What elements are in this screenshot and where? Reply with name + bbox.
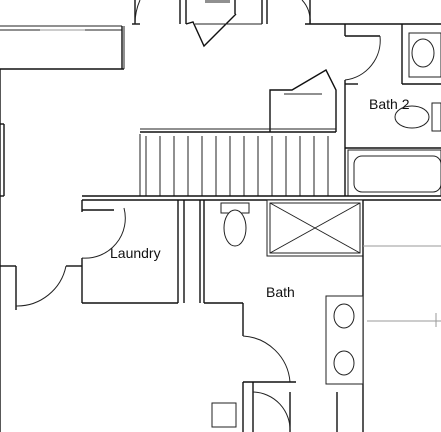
top-door-arcs [132, 0, 441, 25]
laundry-room [81, 200, 205, 304]
lower-left-door [15, 265, 82, 310]
bath2-walls [344, 24, 441, 196]
bath2-toilet [394, 102, 441, 132]
bath2-tub [347, 149, 441, 197]
top-left-counter [0, 25, 125, 70]
floor-drain-box [211, 402, 237, 428]
top-center-closet [179, 0, 268, 48]
bath2-sink [408, 32, 441, 78]
room-label-bath: Bath [266, 284, 295, 300]
bath-toilet [220, 202, 250, 247]
bath-shower [266, 199, 364, 432]
bath-lower-walls [204, 302, 338, 432]
main-corridor-wall [82, 195, 441, 201]
room-label-bath2: Bath 2 [369, 96, 410, 112]
bath-vanity [325, 295, 364, 385]
left-wall [0, 69, 16, 432]
right-side-lines [363, 245, 441, 327]
room-label-laundry: Laundry [110, 245, 161, 261]
stairs [139, 69, 337, 196]
